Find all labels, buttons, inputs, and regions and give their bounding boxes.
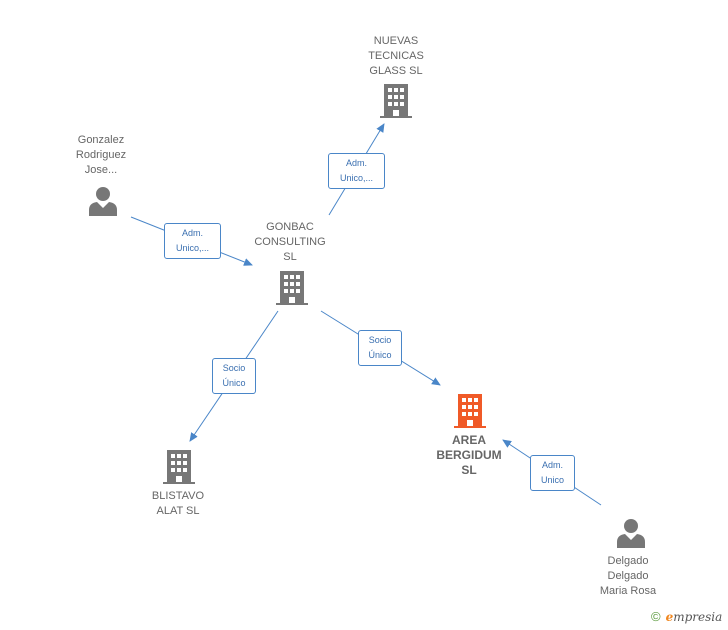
building-icon[interactable] bbox=[276, 271, 308, 305]
edge-label-gonzalez-to-gonbac[interactable]: Adm. Unico,... bbox=[164, 223, 221, 259]
node-label-blistavo[interactable]: BLISTAVO ALAT SL bbox=[151, 490, 205, 517]
building-icon[interactable] bbox=[163, 450, 195, 484]
node-label-delgado[interactable]: Delgado Delgado Maria Rosa bbox=[599, 555, 657, 597]
node-label-area-bergidum[interactable]: AREA BERGIDUM SL bbox=[436, 433, 502, 477]
edge-label-gonbac-to-area[interactable]: Socio Único bbox=[358, 330, 402, 366]
person-icon[interactable] bbox=[616, 518, 646, 548]
person-icon[interactable] bbox=[88, 186, 118, 216]
brand-name: empresia bbox=[665, 609, 723, 624]
building-icon[interactable] bbox=[380, 84, 412, 118]
node-label-gonbac[interactable]: GONBAC CONSULTING SL bbox=[254, 221, 326, 263]
edge-label-gonbac-to-blistavo[interactable]: Socio Único bbox=[212, 358, 256, 394]
node-label-nuevas-tecnicas[interactable]: NUEVAS TECNICAS GLASS SL bbox=[368, 35, 424, 77]
node-label-gonzalez[interactable]: Gonzalez Rodriguez Jose... bbox=[75, 134, 127, 176]
edge-label-gonbac-to-nuevas[interactable]: Adm. Unico,... bbox=[328, 153, 385, 189]
empresia-logo: © empresia bbox=[651, 609, 722, 624]
edge-label-delgado-to-area[interactable]: Adm. Unico bbox=[530, 455, 575, 491]
copyright-icon: © bbox=[651, 609, 661, 624]
building-focus-icon[interactable] bbox=[454, 394, 486, 428]
